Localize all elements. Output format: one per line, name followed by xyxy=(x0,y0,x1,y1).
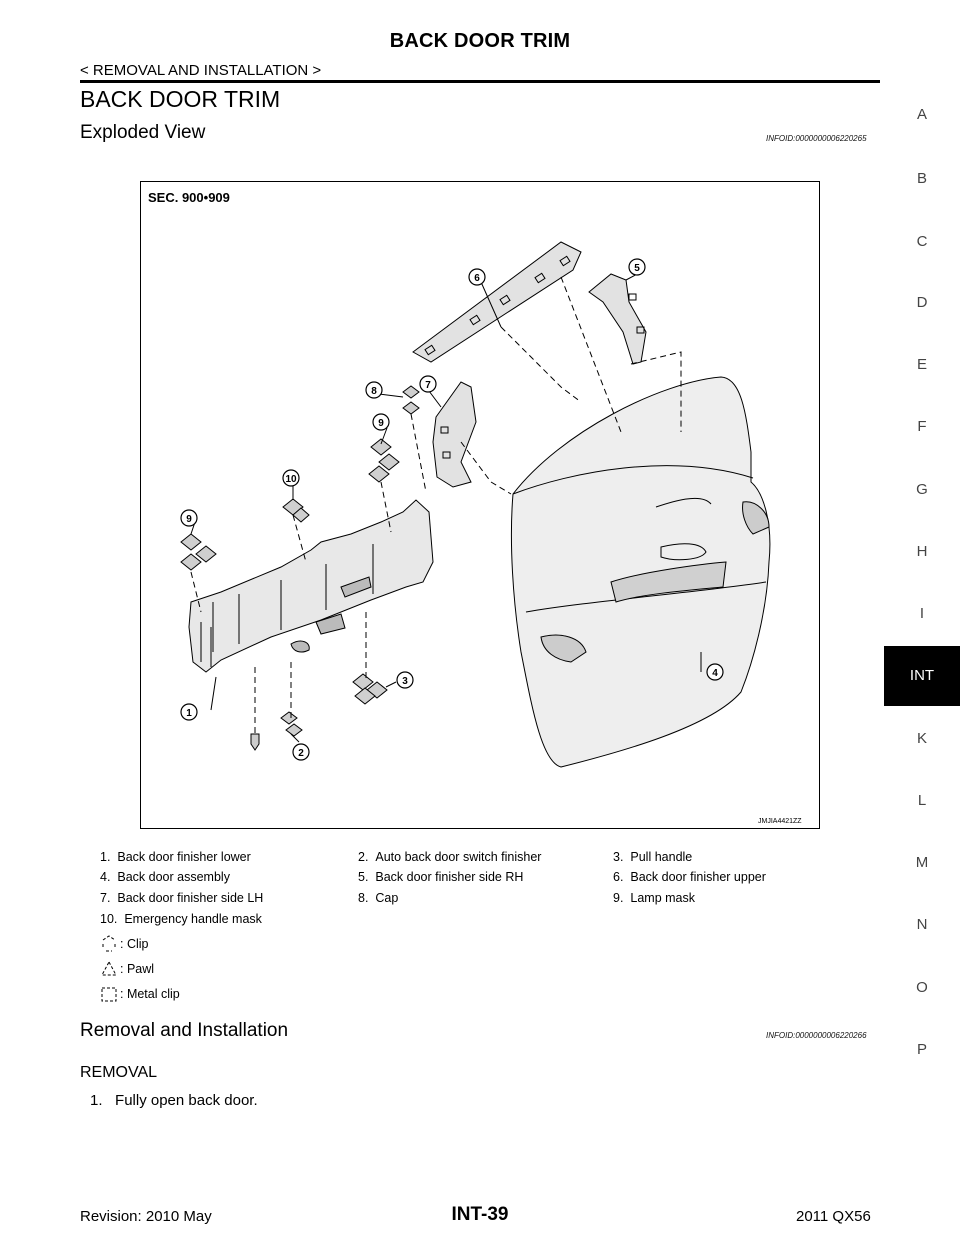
tab-o[interactable]: O xyxy=(916,979,928,996)
tab-a[interactable]: A xyxy=(916,106,927,123)
callout-10: 10 xyxy=(285,474,297,485)
tab-m[interactable]: M xyxy=(915,854,929,871)
callout-1: 1 xyxy=(186,708,192,719)
callout-5: 5 xyxy=(634,263,640,274)
clip-group-10 xyxy=(282,498,310,523)
pin-shape xyxy=(250,733,260,751)
pawl-icon xyxy=(101,960,117,976)
tab-e[interactable]: E xyxy=(916,356,927,373)
clip-group-2 xyxy=(280,711,303,737)
callout-group xyxy=(180,258,724,761)
removal-subheading: REMOVAL xyxy=(80,1064,158,1081)
legend-item-3: 3. Pull handle xyxy=(613,850,693,864)
tab-int[interactable]: INT xyxy=(884,646,960,706)
callout-6: 6 xyxy=(474,273,480,284)
page-header-subtitle: < REMOVAL AND INSTALLATION > xyxy=(80,62,322,79)
removal-installation-heading: Removal and Installation xyxy=(80,1020,289,1041)
legend-item-6: 6. Back door finisher upper xyxy=(613,870,766,884)
callout-9-lower: 9 xyxy=(186,514,192,525)
tab-d[interactable]: D xyxy=(916,294,928,311)
tab-k[interactable]: K xyxy=(916,730,927,747)
tab-c[interactable]: C xyxy=(916,233,928,250)
callout-4: 4 xyxy=(712,668,718,679)
legend-item-5: 5. Back door finisher side RH xyxy=(358,870,524,884)
legend-item-7: 7. Back door finisher side LH xyxy=(100,891,264,905)
tab-h[interactable]: H xyxy=(916,543,928,560)
section-index-tabs: A B C D E F G H I INT K L M N O P xyxy=(884,0,960,1242)
tab-g[interactable]: G xyxy=(916,481,928,498)
footer-revision: Revision: 2010 May xyxy=(80,1208,212,1225)
callout-7: 7 xyxy=(425,380,431,391)
finisher-lower-shape xyxy=(188,499,434,673)
callout-8: 8 xyxy=(371,386,377,397)
callout-2: 2 xyxy=(298,748,304,759)
legend-item-1: 1. Back door finisher lower xyxy=(100,850,251,864)
legend-item-4: 4. Back door assembly xyxy=(100,870,230,884)
tab-n[interactable]: N xyxy=(916,916,928,933)
legend-item-2: 2. Auto back door switch finisher xyxy=(358,850,542,864)
figure-code: JMJIA4421ZZ xyxy=(758,818,802,825)
clip-icon xyxy=(102,935,116,952)
finisher-upper-shape xyxy=(412,241,582,363)
metal-clip-icon xyxy=(101,987,117,1002)
clip-group-3 xyxy=(352,673,388,705)
tab-l[interactable]: L xyxy=(917,792,927,809)
footer-model: 2011 QX56 xyxy=(796,1208,871,1225)
clip-group-8 xyxy=(402,385,420,415)
clip-group-9a xyxy=(180,533,217,571)
page-header-title: BACK DOOR TRIM xyxy=(389,30,571,52)
finisher-side-lh-shape xyxy=(432,381,477,488)
section-title: BACK DOOR TRIM xyxy=(80,86,281,112)
finisher-side-rh-shape xyxy=(588,273,647,365)
exploded-view-figure: 6 5 8 7 9 10 9 1 2 3 4 xyxy=(140,181,820,829)
legend-item-10: 10. Emergency handle mask xyxy=(100,912,262,926)
exploded-view-infoid: INFOID:0000000006220265 xyxy=(766,134,867,143)
removal-installation-infoid: INFOID:0000000006220266 xyxy=(766,1031,867,1040)
exploded-view-diagram: 6 5 8 7 9 10 9 1 2 3 4 xyxy=(180,241,771,768)
removal-step-1: 1. Fully open back door. xyxy=(90,1092,258,1109)
footer-page-number: INT-39 xyxy=(451,1204,509,1225)
tab-b[interactable]: B xyxy=(916,170,927,187)
clip-group-9b xyxy=(368,438,400,483)
tab-p[interactable]: P xyxy=(916,1041,927,1058)
legend-item-9: 9. Lamp mask xyxy=(613,891,695,905)
figure-section-label: SEC. 900•909 xyxy=(148,190,230,205)
tab-f[interactable]: F xyxy=(917,418,927,435)
header-rule xyxy=(80,80,880,83)
callout-9-upper: 9 xyxy=(378,418,384,429)
callout-3: 3 xyxy=(402,676,408,687)
legend-item-8: 8. Cap xyxy=(358,891,399,905)
tab-i[interactable]: I xyxy=(919,605,925,622)
exploded-view-heading: Exploded View xyxy=(80,122,206,143)
back-door-assembly-shape xyxy=(510,376,771,768)
